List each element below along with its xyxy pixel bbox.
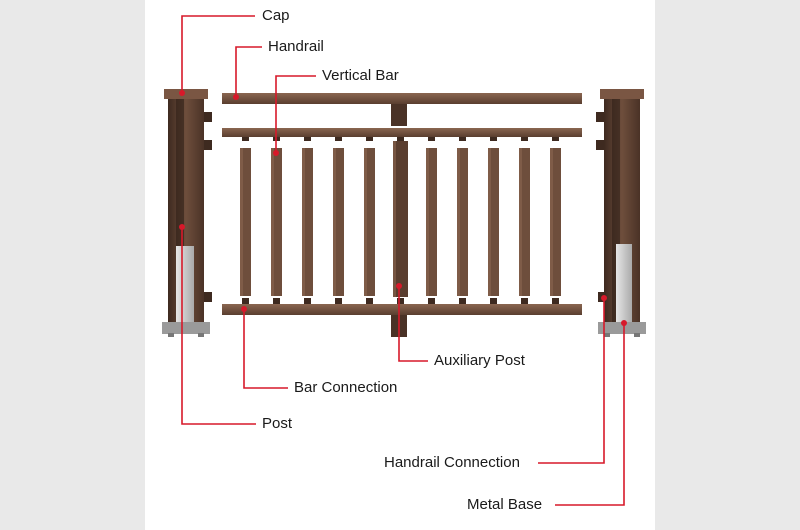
top-handrail [222, 93, 582, 104]
auxiliary-post-top [391, 104, 407, 126]
leader-lines [181, 15, 625, 506]
label-post: Post [262, 415, 293, 432]
vertical-bar-highlight [550, 148, 553, 296]
label-handrail: Handrail [268, 38, 324, 55]
vertical-bar [333, 148, 344, 296]
leader-handrail [235, 46, 262, 97]
vertical-bar [488, 148, 499, 296]
bar-connection-bottom [366, 298, 373, 304]
vertical-bar-highlight [519, 148, 522, 296]
bar-connection-top [335, 137, 342, 141]
vertical-bar [519, 148, 530, 296]
right-post [596, 89, 646, 337]
vertical-bar [240, 148, 251, 296]
leader-vertical-bar [275, 75, 316, 153]
bar-connection-top [366, 137, 373, 141]
leader-auxiliary-post [398, 286, 428, 362]
right-metal-insert [616, 244, 632, 324]
bar-connection-bottom [273, 298, 280, 304]
bar-connection-bottom [459, 298, 466, 304]
bar-connection-bottom [397, 298, 404, 304]
leader-dots [179, 90, 627, 326]
vertical-bar-highlight [333, 148, 336, 296]
bar-connection-bottom [490, 298, 497, 304]
left-post [162, 89, 212, 337]
vertical-bar-highlight [271, 148, 274, 296]
vertical-bar-highlight [488, 148, 491, 296]
leader-metal-base [555, 323, 625, 506]
label-vertical-bar: Vertical Bar [322, 67, 399, 84]
left-metal-base [162, 322, 210, 334]
vertical-bar-highlight [426, 148, 429, 296]
bar-connection-top [459, 137, 466, 141]
bar-connection-top [428, 137, 435, 141]
vertical-bar [457, 148, 468, 296]
vertical-bar-highlight [240, 148, 243, 296]
bar-connection-bottom [521, 298, 528, 304]
vertical-bar-highlight [302, 148, 305, 296]
bar-connection-top [552, 137, 559, 141]
leader-post [181, 227, 256, 425]
vertical-bar [302, 148, 313, 296]
leader-bar-connection [243, 309, 288, 389]
bottom-bar-rail [222, 304, 582, 315]
label-bar-connection: Bar Connection [294, 379, 398, 396]
vertical-bar [426, 148, 437, 296]
leader-cap [181, 15, 255, 93]
bar-connection-bottom [304, 298, 311, 304]
bar-connection-top [490, 137, 497, 141]
bar-connection-bottom [335, 298, 342, 304]
label-handrail-connection: Handrail Connection [384, 454, 520, 471]
vertical-bar-highlight [393, 141, 396, 297]
label-metal-base: Metal Base [467, 496, 543, 513]
vertical-bar [271, 148, 282, 296]
right-post-cap [600, 89, 644, 99]
vertical-bar [550, 148, 561, 296]
bar-connection-bottom [242, 298, 249, 304]
label-cap: Cap [262, 7, 290, 24]
auxiliary-post [393, 141, 408, 297]
bar-connection-bottom [428, 298, 435, 304]
bar-connection-bottom [552, 298, 559, 304]
left-metal-insert [176, 246, 194, 324]
left-post-cap [164, 89, 208, 99]
right-metal-base [598, 322, 646, 334]
vertical-bar [364, 148, 375, 296]
leader-handrail-connection [538, 298, 605, 464]
bar-connection-top [242, 137, 249, 141]
vertical-bar-highlight [364, 148, 367, 296]
vertical-bars [240, 137, 561, 304]
upper-bar-rail [222, 128, 582, 137]
bar-connection-top [304, 137, 311, 141]
bar-connection-top [521, 137, 528, 141]
bar-connection-top [397, 137, 404, 141]
label-auxiliary-post: Auxiliary Post [434, 352, 525, 369]
vertical-bar-highlight [457, 148, 460, 296]
